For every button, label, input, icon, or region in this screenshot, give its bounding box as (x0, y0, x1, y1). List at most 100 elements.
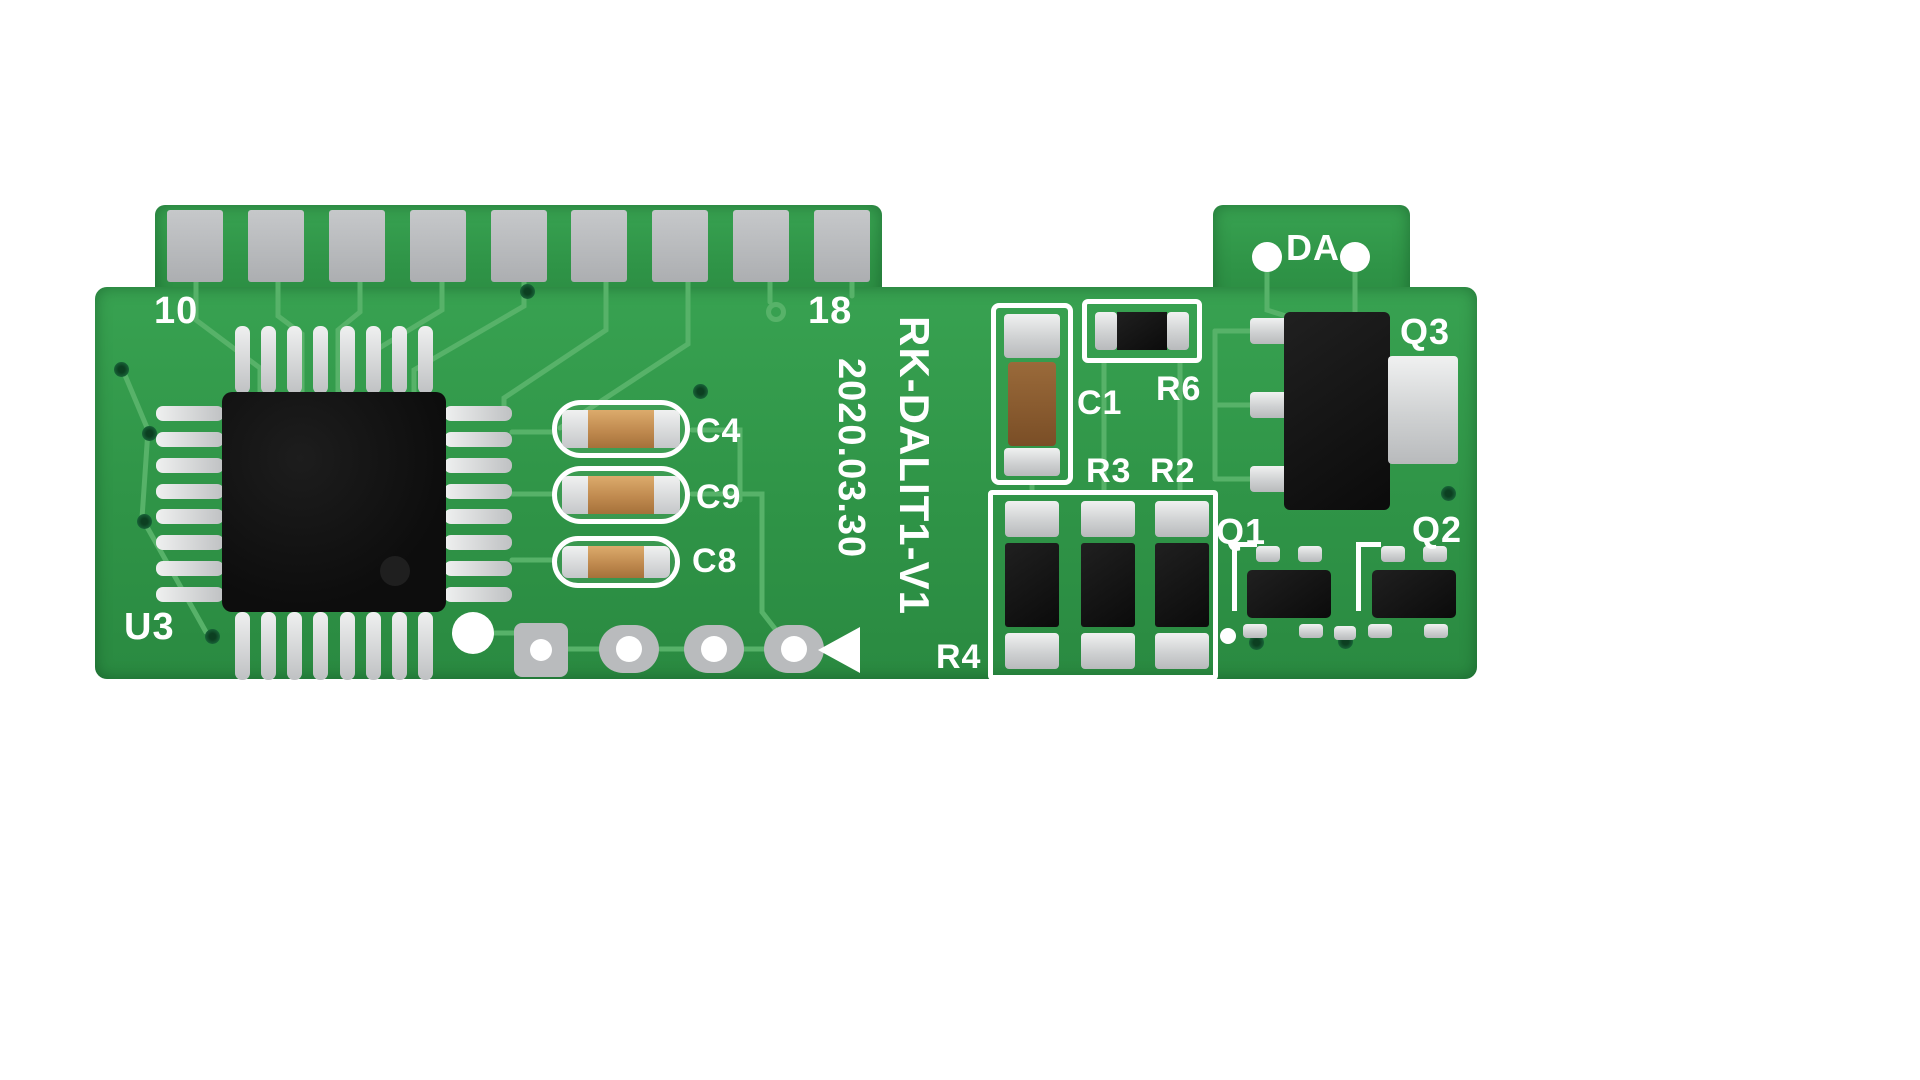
chip-pin (287, 612, 303, 680)
resistor-r3-body (1081, 501, 1135, 669)
small-hole (1220, 628, 1236, 644)
cap-terminal (1004, 314, 1060, 358)
chip-pin (156, 483, 224, 499)
edge-finger-pad (652, 210, 709, 282)
q3-tab (1388, 356, 1458, 464)
chip-pin (156, 586, 224, 602)
oval-pad (764, 625, 824, 673)
edge-finger-pad (490, 210, 547, 282)
qfp-chip-u3 (222, 392, 446, 612)
pad-hole (701, 636, 727, 662)
resistor-terminal (1005, 633, 1059, 669)
pad-hole (781, 636, 807, 662)
trace-ring (766, 302, 786, 322)
vertical-model-label: RK-DALIT1-V1 (891, 316, 938, 616)
resistor-r6 (1082, 299, 1202, 363)
capacitor-c1 (991, 303, 1073, 485)
mounting-hole (452, 612, 494, 654)
capacitor-c4 (552, 400, 690, 458)
chip-pin (444, 509, 512, 525)
chip-pin (391, 326, 407, 394)
mlcc-body (562, 546, 670, 578)
resistor-r4-body (1005, 501, 1059, 669)
q2-silk-bracket (1356, 542, 1381, 611)
resistor-terminal (1167, 312, 1189, 350)
chip-pin (235, 326, 250, 394)
chip-pin (235, 612, 250, 680)
da-hole (1340, 242, 1370, 272)
chip-pin (313, 612, 329, 680)
resistor-body (1081, 543, 1135, 627)
resistor-block (988, 490, 1218, 680)
q2-pad (1423, 546, 1447, 562)
qfp-pin-row-bottom (235, 612, 433, 680)
cap-dielectric (588, 546, 644, 578)
chip-pin (261, 612, 277, 680)
q3-lead (1250, 392, 1288, 418)
cap-terminal (562, 476, 588, 514)
chip-pin (444, 535, 512, 551)
edge-finger-pad (328, 210, 385, 282)
edge-finger-pad (733, 210, 790, 282)
pin1-marker (380, 556, 410, 586)
label-c9: C9 (696, 478, 742, 516)
q3-lead (1250, 466, 1288, 492)
q3-lead (1250, 318, 1288, 344)
chip-pin (444, 431, 512, 447)
chip-pin (156, 509, 224, 525)
cap-terminal (562, 546, 588, 578)
chip-pin (444, 586, 512, 602)
chip-pin (313, 326, 329, 394)
via (1249, 635, 1264, 650)
cap-terminal (1004, 448, 1060, 476)
chip-pin (339, 612, 355, 680)
label-q3: Q3 (1400, 311, 1451, 352)
da-hole (1252, 242, 1282, 272)
via (205, 629, 220, 644)
q1-pad (1298, 546, 1322, 562)
square-pad (514, 623, 568, 677)
q1-pad (1299, 624, 1323, 638)
pad-hole (530, 639, 552, 661)
resistor-terminal (1095, 312, 1117, 350)
cap-terminal (654, 476, 680, 514)
edge-finger-pad (167, 210, 223, 282)
label-r3: R3 (1086, 452, 1132, 490)
q2-pad (1381, 546, 1405, 562)
mlcc-body (562, 476, 680, 514)
chip-pin (417, 326, 433, 394)
label-c4: C4 (696, 412, 742, 450)
label-r2: R2 (1150, 452, 1196, 490)
vertical-date-label: 2020.03.30 (830, 358, 872, 559)
chip-pin (365, 326, 381, 394)
via (137, 514, 152, 529)
cap-terminal (654, 410, 680, 448)
chip-pin (365, 612, 381, 680)
label-u3: U3 (124, 606, 175, 648)
edge-connector-pads (155, 210, 882, 282)
via (693, 384, 708, 399)
label-c1: C1 (1077, 384, 1123, 422)
resistor-body (1005, 543, 1059, 627)
cap-body (1008, 362, 1056, 446)
oval-pad (599, 625, 659, 673)
chip-pin (261, 326, 277, 394)
resistor-r2-body (1155, 501, 1209, 669)
resistor-terminal (1081, 501, 1135, 537)
q1-silk-bracket (1232, 542, 1257, 611)
chip-pin (444, 483, 512, 499)
edge-finger-pad (409, 210, 466, 282)
resistor-terminal (1005, 501, 1059, 537)
chip-pin (287, 326, 303, 394)
resistor-body (1155, 543, 1209, 627)
label-q2: Q2 (1412, 509, 1463, 550)
chip-pin (156, 561, 224, 577)
resistor-terminal (1081, 633, 1135, 669)
chip-pin (444, 561, 512, 577)
chip-pin (417, 612, 433, 680)
edge-finger-pad (571, 210, 628, 282)
qfp-pin-col-left (156, 406, 224, 602)
q1-pad (1243, 624, 1267, 638)
qfp-pin-col-right (444, 406, 512, 602)
